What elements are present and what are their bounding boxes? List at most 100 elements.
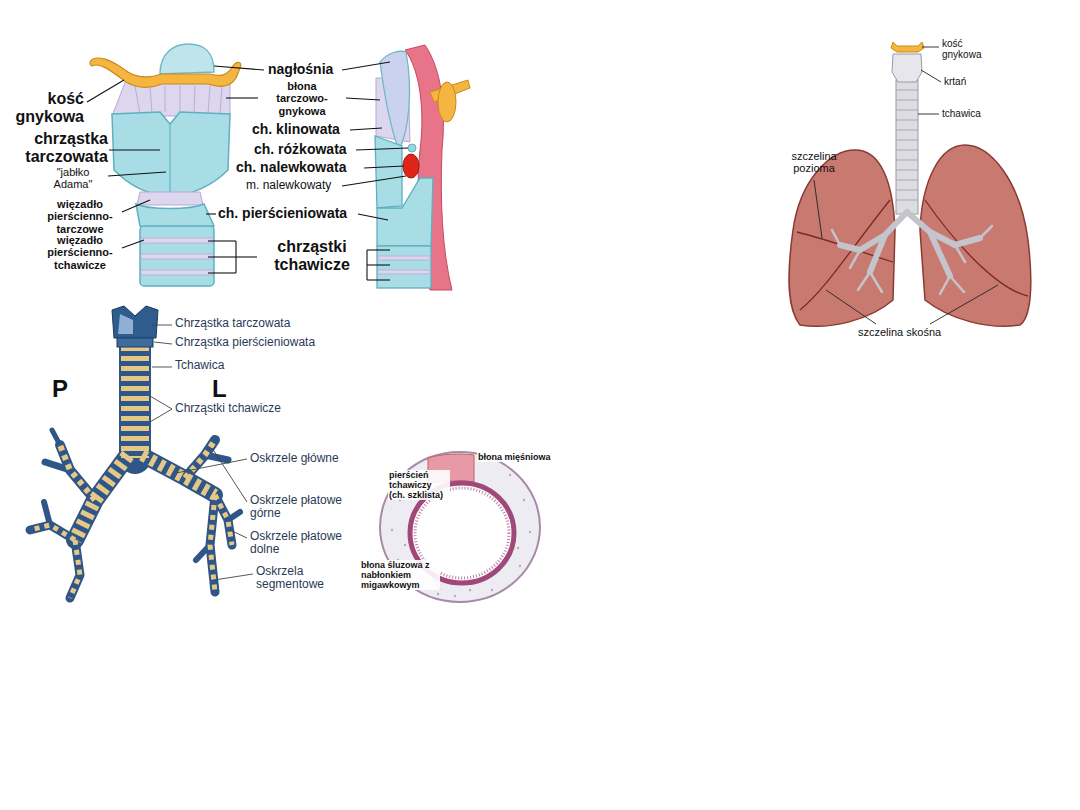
larynx-leader-lines [108,172,166,176]
bronchi [840,245,860,250]
chondrocytes [523,499,525,501]
part-label: Chrząstka pierścieniowata [175,336,315,349]
membrane-stripes [135,86,222,114]
part-label: m. nalewkowaty [246,179,331,192]
larynx-leader-lines [208,256,236,257]
trachea-ring-gaps [141,270,213,275]
larynx [892,54,922,82]
hyoid-lateral-body [438,82,456,122]
thyroid-face [118,314,133,334]
trachea-rings [896,110,918,111]
lungs-leader-lines [930,285,998,324]
bronchi-rings [70,540,80,598]
bronchi-rings [30,346,232,598]
part-label: ch. nalewkowata [236,160,346,176]
part-label: Oskrzele płatowe górne [250,494,354,521]
trachea-rings [896,200,918,201]
tree-leader-lines [150,396,172,409]
chondrocytes [469,589,471,591]
bronchi [930,232,950,276]
part-label: L [212,376,227,403]
thyroid-lateral [375,136,402,208]
membrane-stripes [135,86,140,114]
lungs-leader-lines [921,70,941,82]
lungs-leader-lines [922,47,939,48]
trachea-rings [896,170,918,171]
bronchial-tree [30,306,240,598]
larynx-leader-lines [364,166,404,168]
bronchi-small [832,230,840,245]
larynx-leader-lines [122,200,150,212]
bronchi-small [950,276,964,292]
part-label: szczelina skośna [858,326,941,338]
bronchi-outline [70,540,80,598]
bronchi [955,238,980,245]
larynx-leader-lines [208,240,236,241]
tree-leader-lines [212,448,247,502]
larynx-leader-lines [226,97,258,98]
chondrocytes [491,589,493,591]
bronchi-rings [210,495,215,592]
tree-leader-lines [152,367,172,368]
bronchi-rings [30,525,75,540]
part-label: "jabłko Adama" [40,166,106,191]
part-label: pierścień tchawiczy (ch. szklista) [388,470,450,500]
corniculate-cartilage [408,144,416,152]
larynx-leader-lines [87,62,408,280]
tree-leader-lines [176,459,247,473]
lungs-leader-lines [918,114,939,115]
epiglottis [160,44,214,74]
trachea-rings [896,90,918,200]
tree-leader-lines [150,409,172,422]
part-label: ch. klinowata [252,122,340,138]
fissures [800,200,890,310]
epiglottis-lateral [380,51,410,150]
larynx-leader-lines [367,264,390,265]
trachea [896,80,918,214]
trachea-rings [896,100,918,101]
bronchi-small [850,250,860,268]
trachea-rings [896,150,918,151]
membrane-stripes [180,86,181,112]
trachea-lateral-gaps [378,270,430,274]
chondrocytes [404,544,406,546]
larynx-leader-lines [208,272,236,273]
part-label: ch. różkowata [254,142,347,158]
membrane-stripes [194,86,195,114]
lungs [789,42,1031,326]
part-label: błona śluzowa z nabłonkiem migawkowym [360,560,440,590]
bronchi [870,235,885,272]
bronchi-outline [228,512,240,520]
part-label: Tchawica [175,359,224,372]
chondrocytes [454,595,456,597]
trachea-rings [896,180,918,181]
part-label: błona mięśniowa [477,452,552,462]
lungs-leader-lines [814,180,822,238]
part-label: więzadło pierścienno- tchawicze [40,234,120,271]
part-label: kość gnykowa [942,38,992,60]
part-label: krtań [944,76,966,87]
bronchi-outline [75,455,128,540]
larynx-leader-lines [358,214,388,220]
part-label: Oskrzela segmentowe [256,565,336,592]
trachea-lateral-gaps [378,256,430,260]
larynx-leader-lines [342,62,390,70]
larynx-leader-lines [346,98,380,100]
chondrocytes [517,547,519,549]
larynx-lateral [375,45,470,290]
chondrocytes [519,565,521,567]
part-label: tchawica [942,108,981,119]
bronchi-small [870,272,882,292]
trachea-ring-gaps [141,238,213,243]
bronchi-rings [215,495,232,545]
part-label: Oskrzele płatowe dolne [250,530,354,557]
bronchi-outline [30,525,75,540]
bronchi-rings [60,445,95,500]
tree-leader-lines [150,325,253,580]
tree-leader-lines [214,574,253,580]
part-label: ch. pierścieniowata [218,206,347,222]
bronchi-small [955,245,965,262]
membrane-stripes [220,86,222,114]
